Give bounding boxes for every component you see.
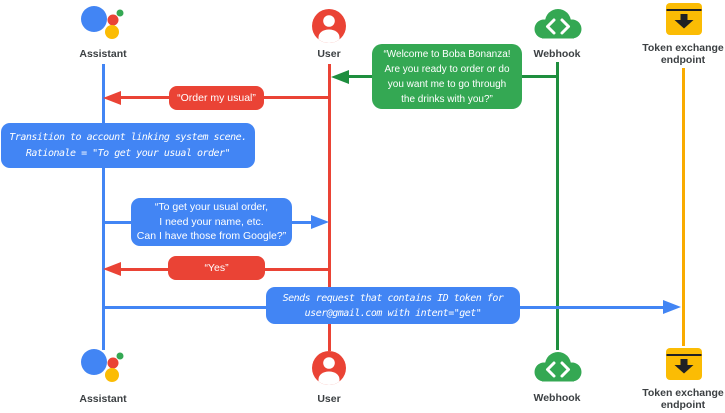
token-endpoint-label-bottom: Token exchange endpoint	[642, 387, 724, 411]
webhook-label-top: Webhook	[533, 48, 581, 60]
assistant-lifeline	[101, 64, 105, 350]
transition-note-bubble: Transition to account linking system sce…	[1, 123, 255, 168]
ask-permission-bubble: “To get your usual order, I need your na…	[131, 198, 292, 246]
yes-bubble: “Yes”	[168, 256, 265, 280]
google-assistant-logo-icon	[81, 349, 124, 382]
token-endpoint-lifeline	[681, 68, 685, 346]
webhook-lifeline	[555, 62, 559, 350]
token-inbox-download-icon	[666, 3, 702, 35]
arrowhead-right-icon	[311, 215, 329, 229]
arrowhead-left-icon	[331, 69, 349, 84]
google-assistant-logo-icon	[81, 6, 124, 39]
assistant-label-top: Assistant	[79, 48, 127, 60]
cloud-code-icon	[534, 352, 582, 382]
user-label-bottom: User	[317, 393, 341, 405]
user-avatar-icon	[312, 351, 346, 385]
cloud-code-icon	[534, 9, 582, 39]
order-usual-bubble: “Order my usual”	[169, 86, 264, 110]
sends-request-bubble: Sends request that contains ID token for…	[266, 287, 520, 324]
arrowhead-left-icon	[103, 90, 121, 105]
token-inbox-download-icon	[666, 348, 702, 380]
user-avatar-icon	[312, 9, 346, 43]
welcome-message-bubble: “Welcome to Boba Bonanza! Are you ready …	[372, 44, 522, 109]
token-endpoint-label-top: Token exchange endpoint	[642, 42, 724, 66]
user-label-top: User	[317, 48, 341, 60]
user-lifeline	[327, 64, 331, 351]
arrowhead-right-icon	[663, 300, 681, 314]
webhook-label-bottom: Webhook	[533, 392, 581, 404]
assistant-label-bottom: Assistant	[79, 393, 127, 405]
arrowhead-left-icon	[103, 262, 121, 276]
